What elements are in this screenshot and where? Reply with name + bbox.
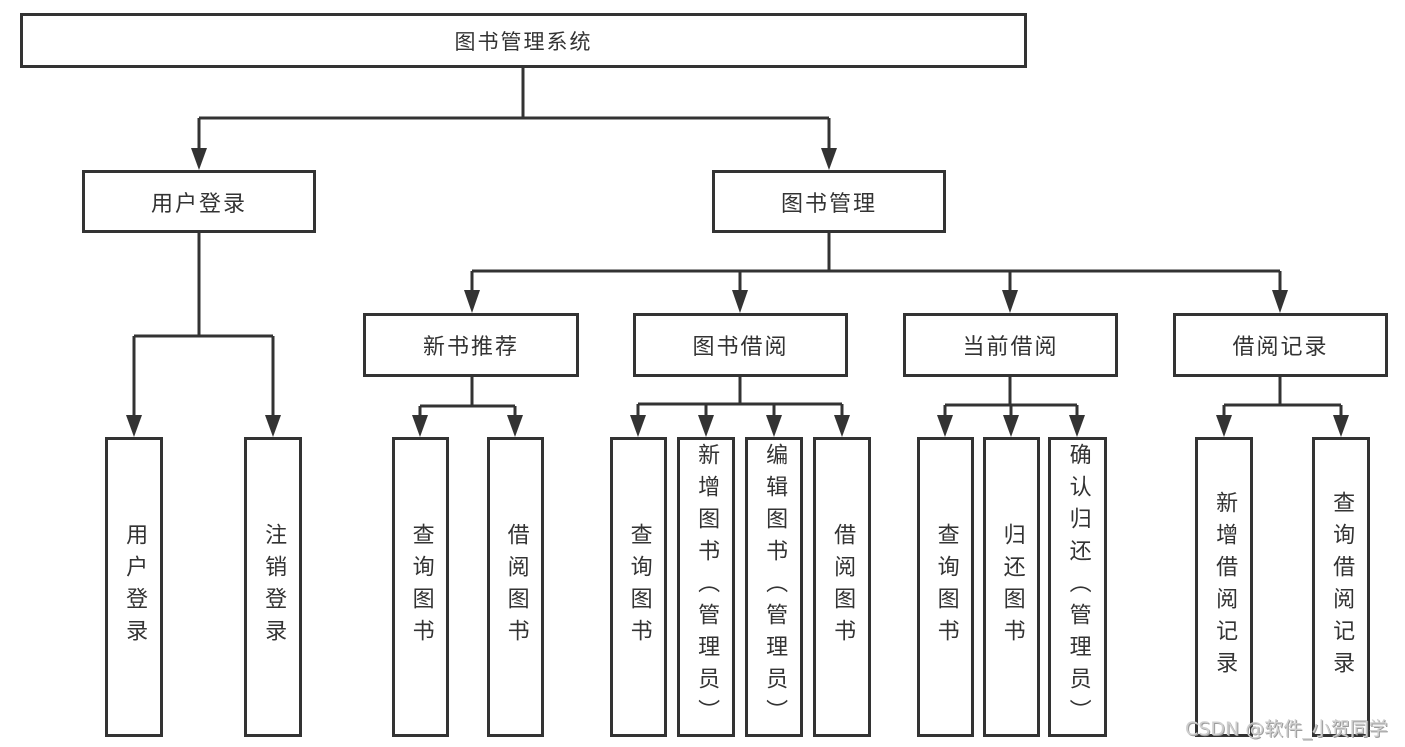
connector-root <box>191 68 837 170</box>
leaf-cb-confirm-return-label: 确认归还（管理员） <box>1065 443 1091 731</box>
leaf-logout-login-label: 注销登录 <box>261 523 287 651</box>
leaf-logout-login: 注销登录 <box>244 437 302 737</box>
leaf-bb-query-books-label: 查询图书 <box>626 523 652 651</box>
leaf-br-add-record: 新增借阅记录 <box>1195 437 1253 737</box>
node-root-label: 图书管理系统 <box>454 29 593 54</box>
node-borrowing-records: 借阅记录 <box>1173 313 1388 377</box>
leaf-user-login-label: 用户登录 <box>122 523 148 651</box>
leaf-bb-add-books: 新增图书（管理员） <box>677 437 735 737</box>
leaf-br-query-record: 查询借阅记录 <box>1312 437 1370 737</box>
leaf-bb-borrow-books: 借阅图书 <box>813 437 871 737</box>
node-new-book-recommend-label: 新书推荐 <box>422 335 519 360</box>
node-root: 图书管理系统 <box>20 13 1027 68</box>
node-borrowing-records-label: 借阅记录 <box>1232 335 1329 360</box>
node-book-borrowing-label: 图书借阅 <box>692 335 789 360</box>
connector-user-login <box>126 233 281 437</box>
leaf-br-add-record-label: 新增借阅记录 <box>1212 491 1238 683</box>
leaf-bb-add-books-label: 新增图书（管理员） <box>694 443 720 731</box>
connector-book-borrowing <box>630 377 850 437</box>
node-book-borrowing: 图书借阅 <box>633 313 848 377</box>
node-book-management: 图书管理 <box>712 170 946 233</box>
leaf-nbr-borrow-books-label: 借阅图书 <box>503 523 529 651</box>
connector-current-borrowing <box>937 377 1085 437</box>
watermark: CSDN @软件_小贺同学 <box>1185 718 1388 740</box>
node-user-login: 用户登录 <box>82 170 316 233</box>
connector-new-book-recommend <box>412 377 523 437</box>
node-current-borrowing: 当前借阅 <box>903 313 1118 377</box>
leaf-user-login: 用户登录 <box>105 437 163 737</box>
leaf-bb-edit-books: 编辑图书（管理员） <box>745 437 803 737</box>
leaf-bb-borrow-books-label: 借阅图书 <box>830 523 856 651</box>
leaf-nbr-query-books-label: 查询图书 <box>408 523 434 651</box>
node-new-book-recommend: 新书推荐 <box>363 313 579 377</box>
node-user-login-label: 用户登录 <box>150 191 247 217</box>
leaf-nbr-query-books: 查询图书 <box>392 437 449 737</box>
leaf-cb-query-books-label: 查询图书 <box>933 523 959 651</box>
connector-book-management <box>464 233 1288 313</box>
leaf-cb-query-books: 查询图书 <box>917 437 974 737</box>
node-current-borrowing-label: 当前借阅 <box>962 335 1059 360</box>
connector-borrowing-records <box>1216 377 1349 437</box>
leaf-bb-edit-books-label: 编辑图书（管理员） <box>762 443 788 731</box>
leaf-br-query-record-label: 查询借阅记录 <box>1329 491 1355 683</box>
node-book-management-label: 图书管理 <box>780 191 877 217</box>
leaf-cb-confirm-return: 确认归还（管理员） <box>1048 437 1107 737</box>
leaf-bb-query-books: 查询图书 <box>610 437 667 737</box>
leaf-cb-return-books-label: 归还图书 <box>999 523 1025 651</box>
leaf-nbr-borrow-books: 借阅图书 <box>487 437 544 737</box>
leaf-cb-return-books: 归还图书 <box>983 437 1040 737</box>
